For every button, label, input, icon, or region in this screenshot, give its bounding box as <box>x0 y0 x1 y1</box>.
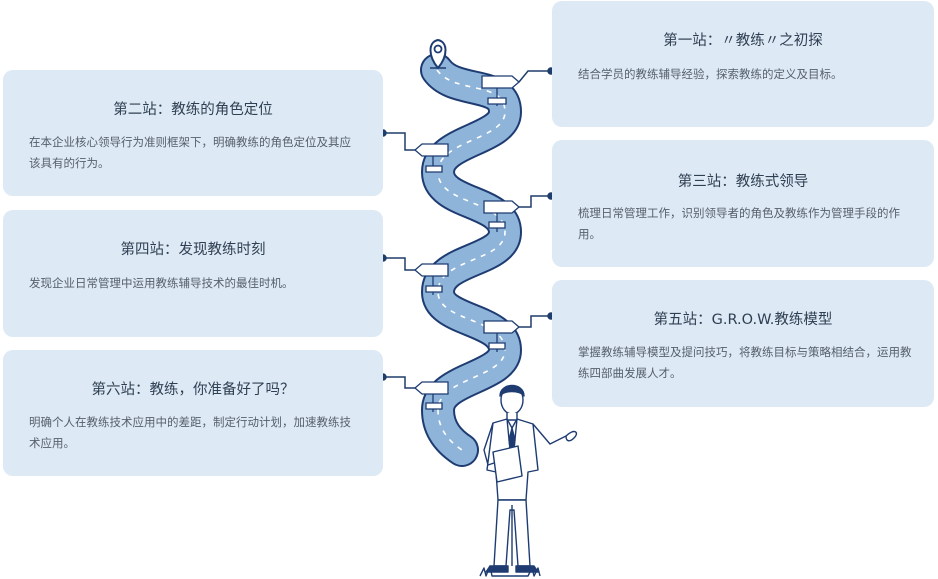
location-pin-icon <box>429 38 447 70</box>
station-description: 梳理日常管理工作，识别领导者的角色及教练作为管理手段的作用。 <box>578 206 900 241</box>
station-title: 第五站：G.R.O.W.教练模型 <box>653 312 833 328</box>
connector-3 <box>518 195 551 208</box>
signpost-icon <box>483 320 520 352</box>
signpost-icon <box>414 381 449 412</box>
station-card-5: 第五站：G.R.O.W.教练模型 掌握教练辅导模型及提问技巧，将教练目标与策略相… <box>552 280 934 407</box>
station-description: 在本企业核心领导行为准则框架下，明确教练的角色定位及其应该具有的行为。 <box>29 135 351 170</box>
connector-2 <box>383 132 415 151</box>
winding-road <box>420 53 523 467</box>
station-card-6: 第六站：教练，你准备好了吗？ 明确个人在教练技术应用中的差距，制定行动计划，加速… <box>3 350 383 476</box>
station-description: 发现企业日常管理中运用教练辅导技术的最佳时机。 <box>29 276 294 290</box>
station-card-4: 第四站：发现教练时刻 发现企业日常管理中运用教练辅导技术的最佳时机。 <box>3 210 383 337</box>
connector-1 <box>518 70 551 83</box>
signpost-icon <box>483 200 520 232</box>
station-title: 第六站：教练，你准备好了吗？ <box>91 382 295 398</box>
businessman-illustration <box>479 384 578 577</box>
signpost-icon <box>414 143 449 173</box>
station-title: 第三站：教练式领导 <box>677 174 809 190</box>
connector-6 <box>383 376 415 389</box>
connector-5 <box>518 315 551 328</box>
station-description: 明确个人在教练技术应用中的差距，制定行动计划，加速教练技术应用。 <box>29 415 351 450</box>
station-description: 结合学员的教练辅导经验，探索教练的定义及目标。 <box>578 67 843 81</box>
connector-lines <box>379 67 555 389</box>
signpost-icon <box>414 263 449 295</box>
connector-4 <box>383 257 415 271</box>
station-title: 第四站：发现教练时刻 <box>120 242 266 258</box>
station-description: 掌握教练辅导模型及提问技巧，将教练目标与策略相结合，运用教练四部曲发展人才。 <box>578 345 912 380</box>
station-title: 第二站：教练的角色定位 <box>113 102 273 118</box>
signpost-icon <box>481 75 520 106</box>
station-card-1: 第一站：〃教练〃之初探 结合学员的教练辅导经验，探索教练的定义及目标。 <box>552 1 934 127</box>
station-card-2: 第二站：教练的角色定位 在本企业核心领导行为准则框架下，明确教练的角色定位及其应… <box>3 70 383 196</box>
station-card-3: 第三站：教练式领导 梳理日常管理工作，识别领导者的角色及教练作为管理手段的作用。 <box>552 140 934 267</box>
station-title: 第一站：〃教练〃之初探 <box>663 33 823 49</box>
